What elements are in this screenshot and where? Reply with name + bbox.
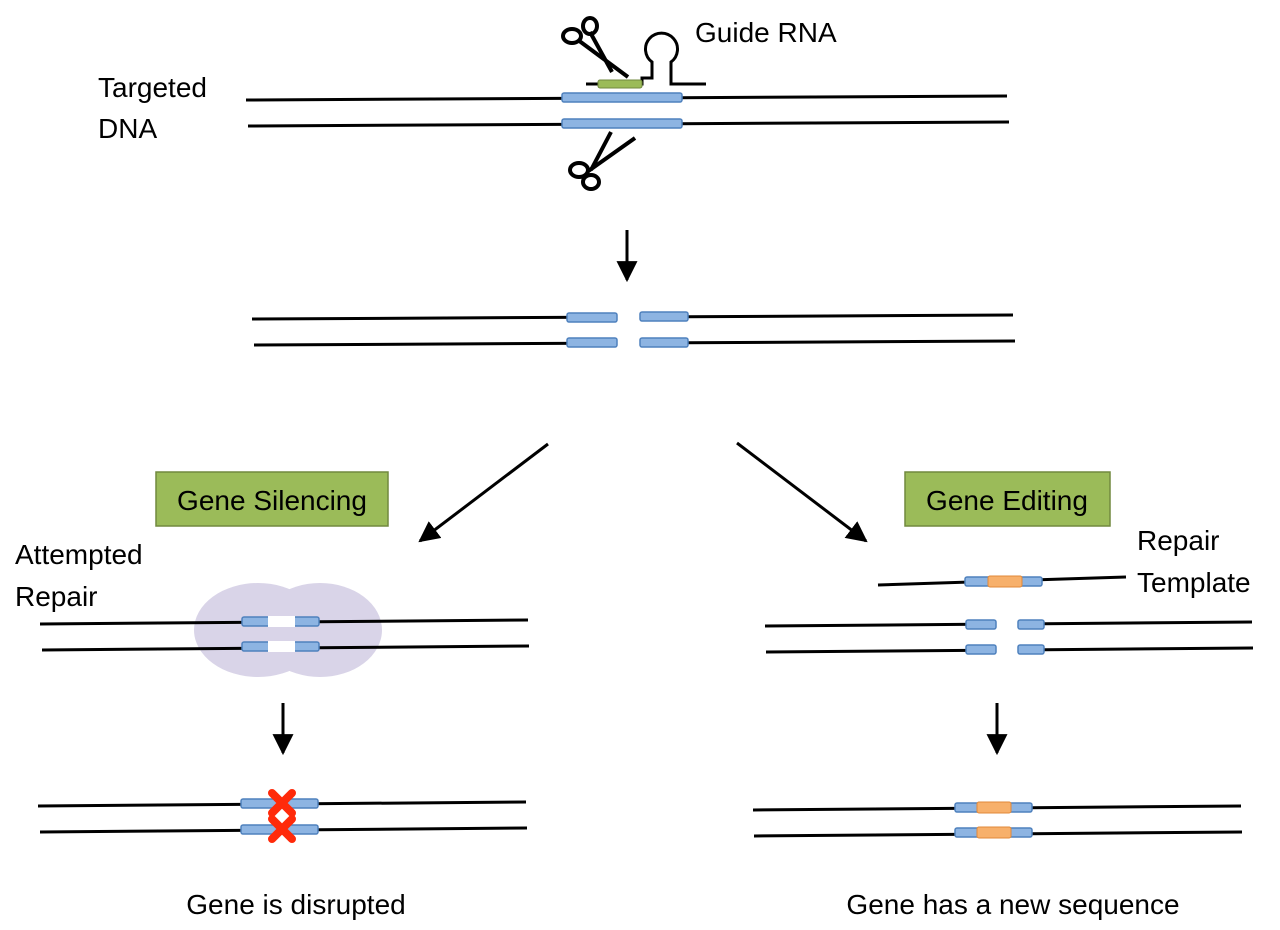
- gene-editing-branch: Gene Editing Repair Template Gene has a …: [752, 471, 1254, 920]
- gene-silencing-box: Gene Silencing: [155, 471, 389, 527]
- x-mark-icon: [268, 815, 296, 843]
- new-sequence-segment: [976, 826, 1012, 839]
- gene-editing-label: Gene Editing: [926, 485, 1088, 516]
- arrow-to-silencing: [418, 442, 549, 543]
- cut-dna: [251, 308, 1016, 352]
- target-segment-left-bottom: [566, 337, 618, 348]
- new-sequence-segment: [976, 801, 1012, 814]
- guide-rna-label: Guide RNA: [695, 17, 837, 48]
- repair-template: [877, 575, 1127, 588]
- target-segment-left-top: [566, 312, 618, 323]
- gene-disrupted-label: Gene is disrupted: [186, 889, 405, 920]
- repair-template-label-2: Template: [1137, 567, 1251, 598]
- target-segment-right-top: [639, 311, 689, 322]
- scissors-icon: [561, 16, 630, 79]
- targeted-dna-label-2: DNA: [98, 113, 157, 144]
- gene-new-sequence-label: Gene has a new sequence: [846, 889, 1179, 920]
- gene-editing-box: Gene Editing: [904, 471, 1111, 527]
- attempted-repair-label-2: Repair: [15, 581, 97, 612]
- x-mark-icon: [268, 789, 296, 817]
- guide-rna-segment: [597, 79, 643, 89]
- repair-template-label-1: Repair: [1137, 525, 1219, 556]
- targeted-dna: Targeted DNA Guide RNA: [98, 16, 1010, 191]
- target-segment-bottom: [561, 118, 683, 129]
- target-segment-right-bottom: [1017, 644, 1045, 655]
- guide-rna: [586, 31, 706, 89]
- target-segment-right-top: [1017, 619, 1045, 630]
- gene-silencing-label: Gene Silencing: [177, 485, 367, 516]
- gene-silencing-branch: Gene Silencing Attempted Repair Gene is …: [15, 471, 530, 920]
- arrow-to-editing: [736, 441, 868, 543]
- attempted-repair-label-1: Attempted: [15, 539, 143, 570]
- target-segment-left-top: [965, 619, 997, 630]
- targeted-dna-label-1: Targeted: [98, 72, 207, 103]
- new-sequence-segment: [987, 575, 1023, 588]
- repair-complex: [194, 583, 382, 677]
- target-segment-right-bottom: [639, 337, 689, 348]
- target-segment-top: [561, 92, 683, 103]
- target-segment-left-bottom: [965, 644, 997, 655]
- scissors-icon: [568, 131, 637, 191]
